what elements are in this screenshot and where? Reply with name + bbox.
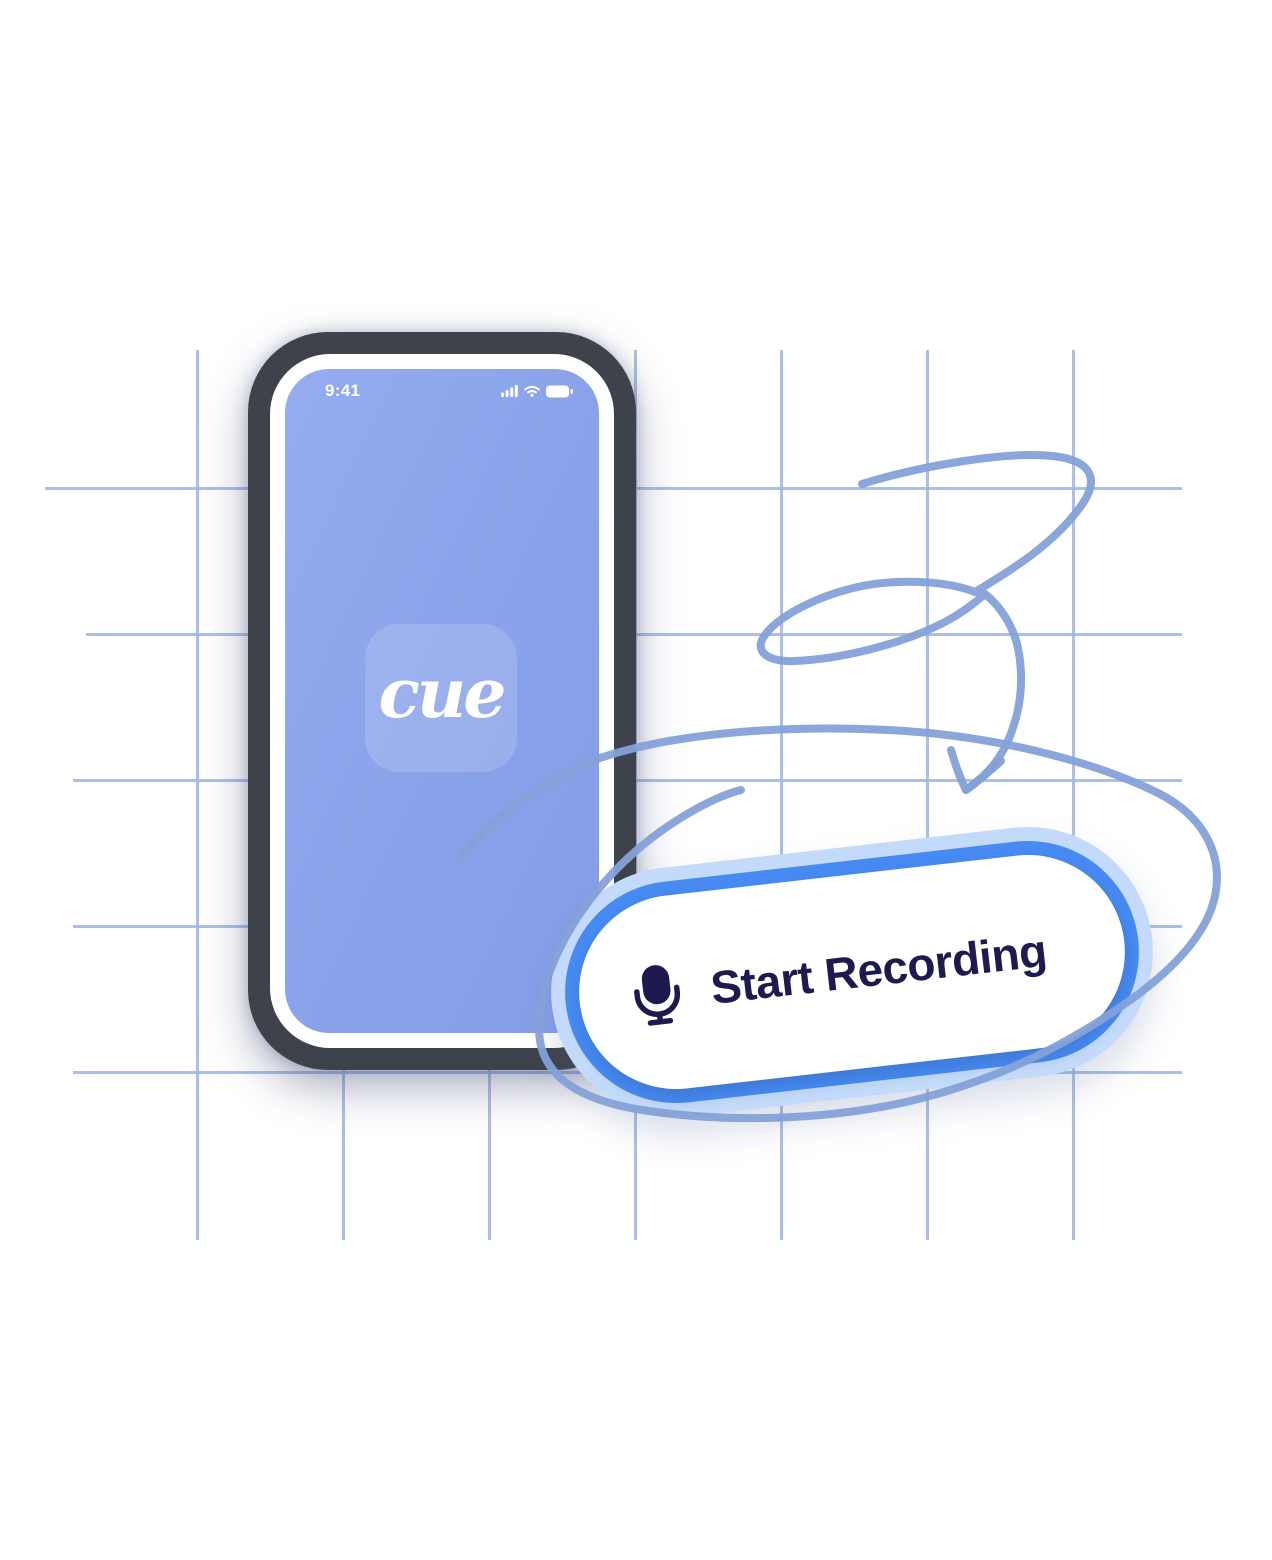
grid-line bbox=[780, 350, 783, 1240]
doodle-arrowhead bbox=[947, 746, 1005, 794]
cellular-signal-icon bbox=[501, 385, 518, 397]
app-icon-tile: cue bbox=[365, 624, 517, 772]
phone-screen: 9:41 bbox=[285, 369, 599, 1033]
status-bar: 9:41 bbox=[285, 379, 599, 403]
grid-line bbox=[926, 350, 929, 1240]
status-time: 9:41 bbox=[325, 381, 361, 400]
grid-line bbox=[1072, 350, 1075, 1240]
app-logo: cue bbox=[378, 654, 506, 734]
start-recording-button[interactable]: Start Recording bbox=[568, 844, 1136, 1100]
wifi-icon bbox=[524, 385, 540, 397]
start-recording-label: Start Recording bbox=[707, 924, 1050, 1014]
battery-icon bbox=[546, 385, 573, 397]
grid-line bbox=[196, 350, 199, 1240]
start-recording-button-ring: Start Recording bbox=[553, 829, 1151, 1115]
status-icons bbox=[501, 385, 573, 398]
microphone-icon bbox=[634, 965, 680, 1026]
